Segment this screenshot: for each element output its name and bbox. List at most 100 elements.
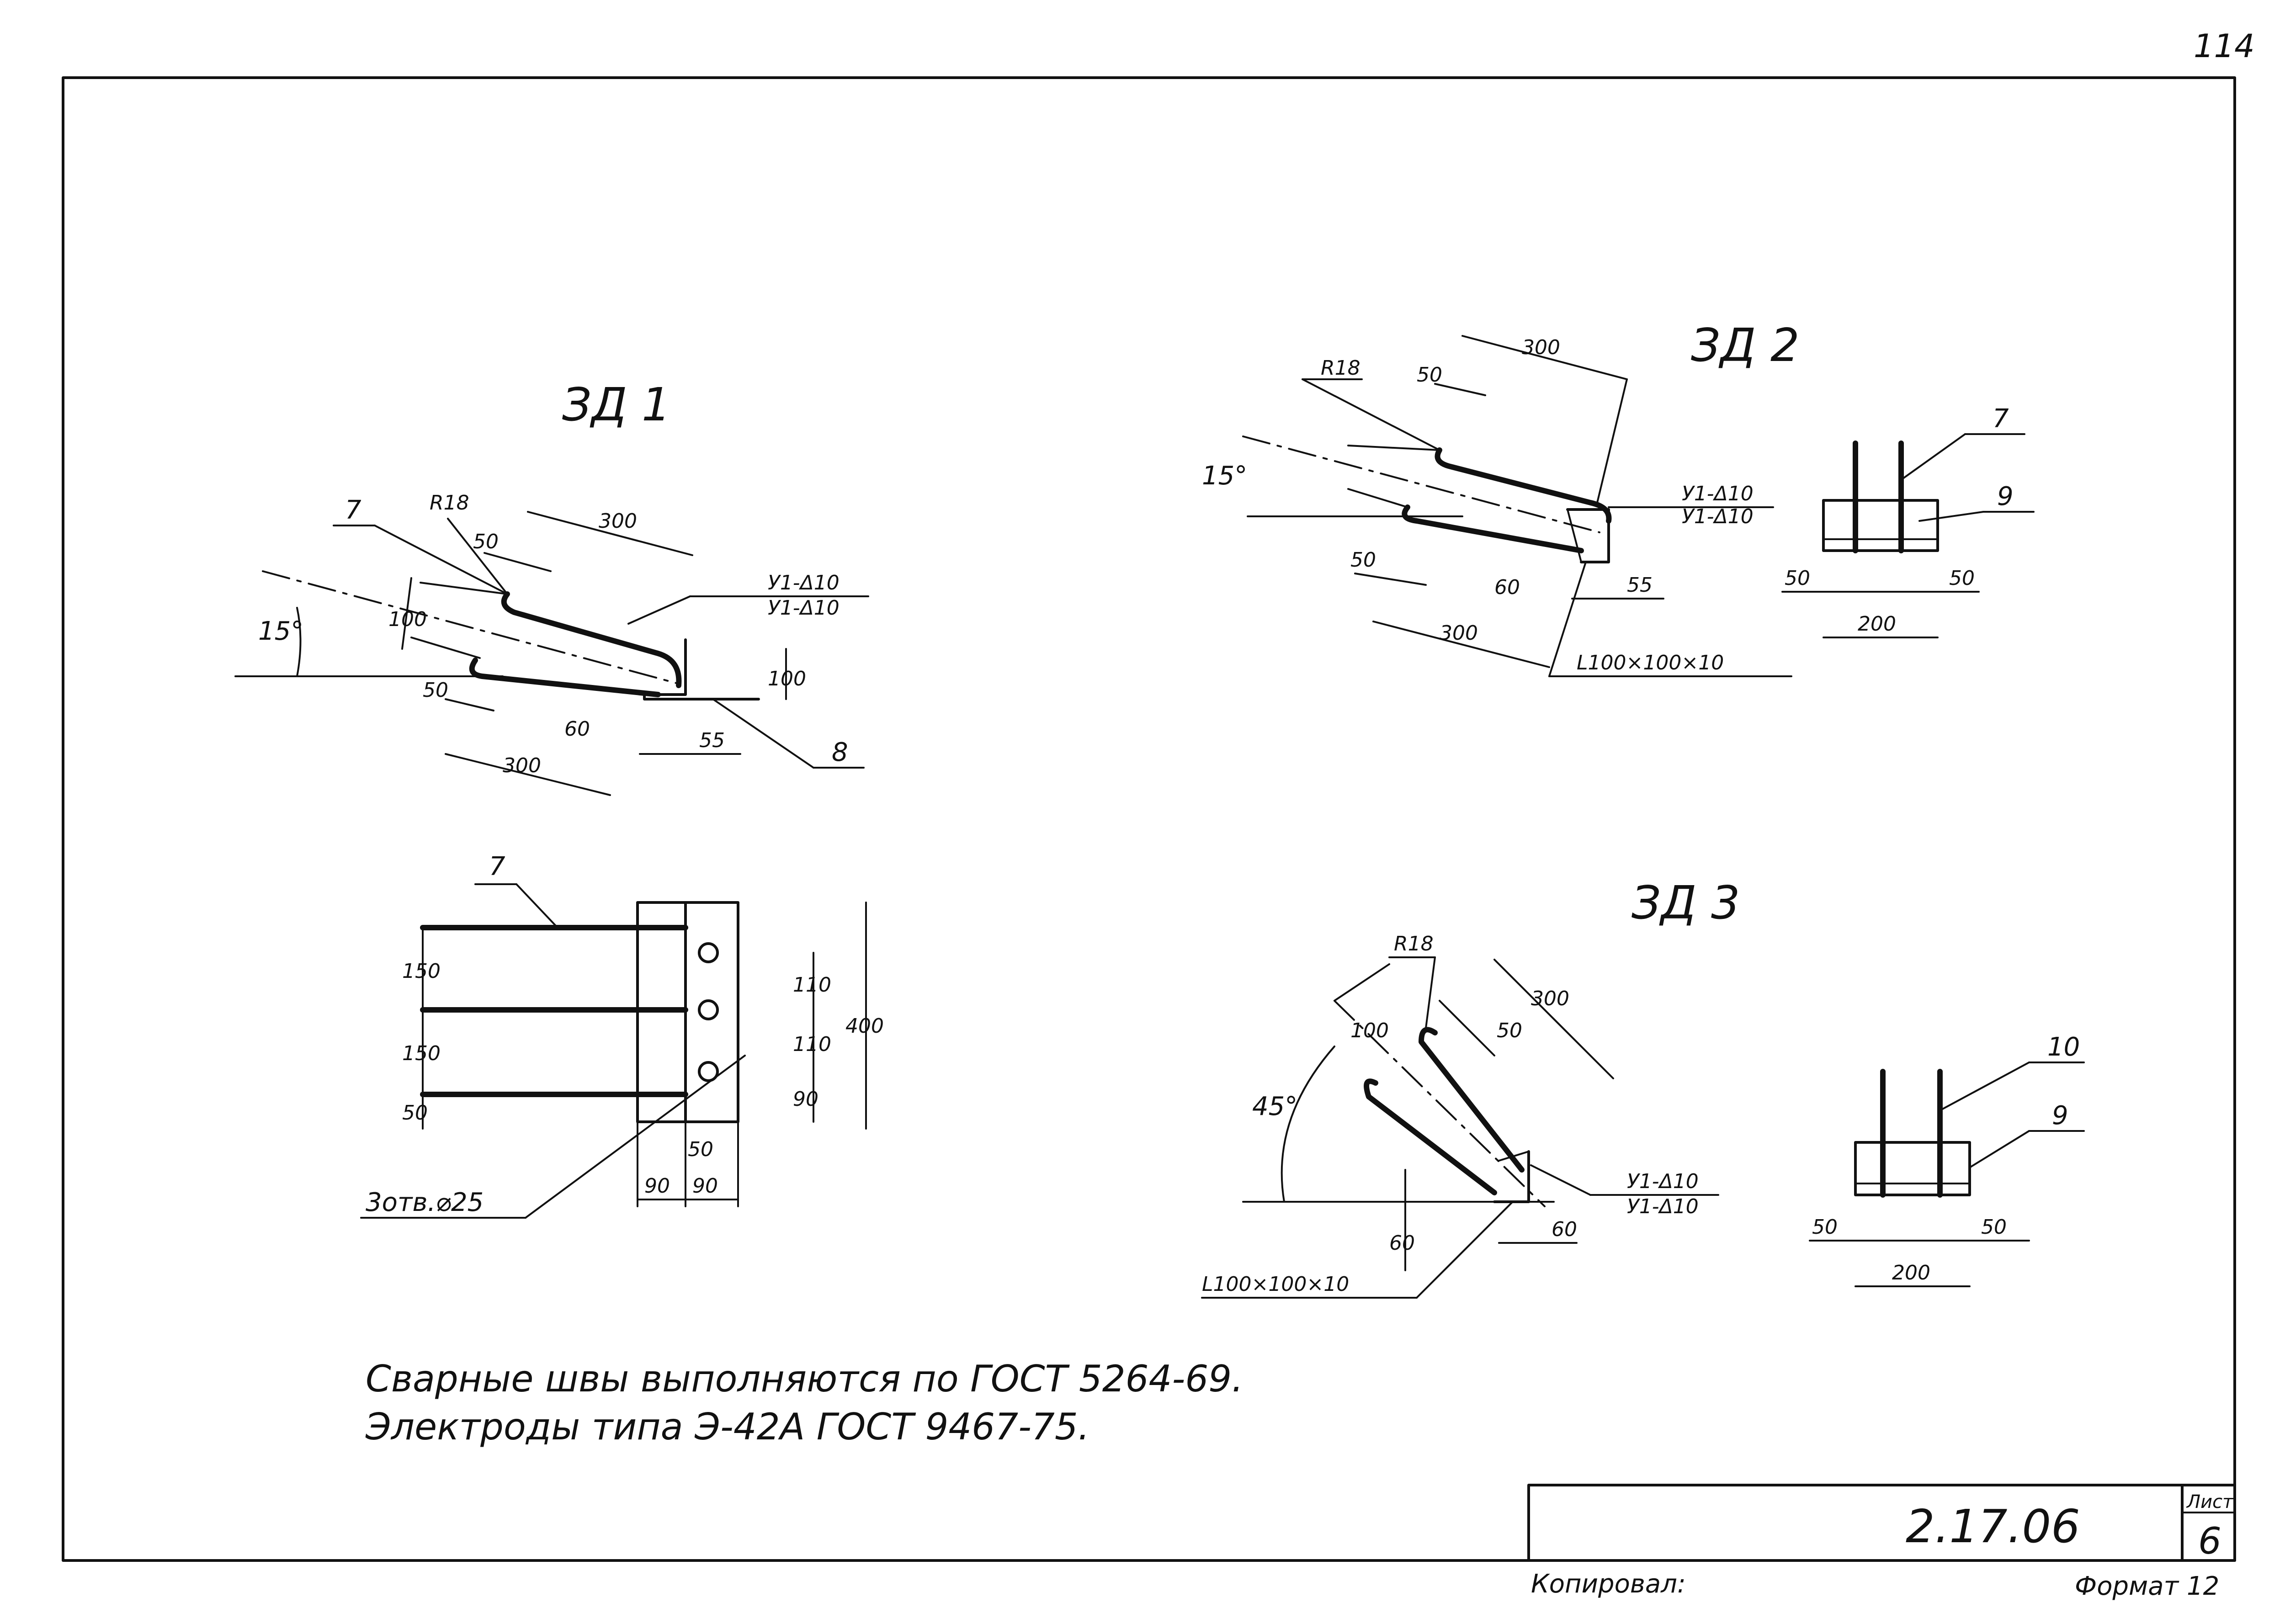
- zd3-leader-profile: [1416, 1201, 1514, 1299]
- zd3-profile-label: L100×100×10: [1202, 1273, 1349, 1296]
- zd1-dim-300-bot-label: 300: [503, 754, 541, 777]
- zd3-side-leader-9: [1969, 1130, 2030, 1168]
- zd3-dim-50: [1439, 1000, 1495, 1056]
- zd3-anchor-bottom: [1364, 1078, 1497, 1195]
- zd2-side-dim-200: 200: [1858, 612, 1896, 636]
- zd1-axis: [262, 570, 677, 684]
- zd2-weld-bottom: У1-Δ10: [1682, 505, 1754, 528]
- zd1-radius: R18: [430, 491, 469, 515]
- zd1-plan-dim-90-b: 90: [692, 1174, 718, 1198]
- zd1-dim-100-label: 100: [388, 608, 427, 631]
- zd2-dim-50-top-label: 50: [1417, 363, 1442, 387]
- zd1-plan-dim-150-b: 150: [402, 1042, 441, 1065]
- zd3-anchor-top: [1419, 1027, 1525, 1173]
- zd1-dim-300-top-label: 300: [599, 509, 637, 533]
- zd2-dim-55-label: 55: [1627, 573, 1653, 597]
- zd1-anchor-bottom: [469, 658, 661, 697]
- zd3-axis: [1334, 1000, 1546, 1207]
- zd1-hole-2: [698, 999, 719, 1020]
- zd3-side-dim-50-right: 50: [1981, 1215, 2007, 1239]
- zd1-angle: 15°: [258, 616, 303, 646]
- zd1-dim-55-label: 55: [699, 729, 725, 752]
- title-block: 2.17.06 Лист 6 Копировал: Формат 12: [1527, 1484, 2236, 1601]
- note-line-1: Сварные швы выполняются по ГОСТ 5264-69.: [366, 1358, 1243, 1400]
- zd2-angle: 15°: [1202, 461, 1247, 491]
- page-number: 114: [2194, 27, 2255, 65]
- zd3-side-plate: [1854, 1141, 1971, 1196]
- zd2-profile: [1566, 508, 1610, 563]
- zd2-dim-300-bot: [1372, 621, 1550, 668]
- zd3-dim-60-left-label: 60: [1389, 1231, 1415, 1255]
- zd1-dim-50-bot-label: 50: [423, 679, 448, 702]
- zd3-profile: [1493, 1150, 1530, 1203]
- zd3-radius: R18: [1394, 932, 1434, 955]
- sheet-label: Лист: [2186, 1491, 2234, 1513]
- zd1-plan-dim-110-a: 110: [793, 973, 831, 997]
- zd1-plan-dim-110-b: 110: [793, 1033, 831, 1056]
- detail-zd3-title: ЗД 3: [1631, 876, 1740, 929]
- zd2-bar-outline: [1347, 445, 1440, 451]
- format-label: Формат 12: [2075, 1571, 2219, 1601]
- sheet-number: 6: [2198, 1520, 2221, 1562]
- zd1-hole-1: [698, 942, 719, 963]
- zd1-dim-300-bot: [445, 753, 611, 796]
- zd3-dim-100: [1334, 963, 1390, 1002]
- zd3-angle-arc: [1281, 1046, 1335, 1203]
- zd1-callout-8: 8: [832, 738, 848, 767]
- zd1-callout-7: 7: [345, 495, 361, 525]
- zd2-anchor-bottom: [1402, 504, 1584, 553]
- copied-by: Копировал:: [1531, 1569, 1686, 1599]
- zd2-side-dim-50-right: 50: [1949, 567, 1975, 590]
- zd1-plan-leader-holes: [525, 1055, 746, 1219]
- title-block-frame: [1527, 1484, 2236, 1562]
- zd3-weld-top: У1-Δ10: [1627, 1170, 1699, 1193]
- zd2-dim-300-bot-label: 300: [1440, 621, 1478, 645]
- zd2-side-plate: [1822, 499, 1939, 552]
- zd2-side-dim-50-left: 50: [1785, 567, 1810, 590]
- zd3-side-dim-200: 200: [1892, 1261, 1930, 1284]
- zd3-dim-100-label: 100: [1350, 1019, 1389, 1042]
- zd1-dim-300-top: [527, 511, 693, 556]
- zd1-leader-r18: [447, 518, 508, 595]
- zd2-side-leader-9: [1918, 511, 1984, 522]
- zd1-plan-dim-90-a: 90: [644, 1174, 670, 1198]
- zd1-plan-dim-150-a: 150: [402, 960, 441, 983]
- zd2-dim-50-bot-label: 50: [1350, 548, 1376, 572]
- zd3-angle: 45°: [1252, 1092, 1297, 1121]
- zd1-dim-100: [401, 577, 412, 650]
- zd2-dim-50-bot: [1354, 573, 1427, 586]
- zd2-side-callout-7: 7: [1993, 404, 2009, 434]
- zd1-plan-dim-400: 400: [845, 1014, 884, 1038]
- zd2-dim-300-top-label: 300: [1522, 336, 1560, 359]
- zd3-side-dim-50-left: 50: [1812, 1215, 1838, 1239]
- zd3-weld-leader: [1530, 1164, 1591, 1196]
- note-line-2: Электроды типа Э-42А ГОСТ 9467-75.: [365, 1406, 1089, 1448]
- zd1-bar-outline: [420, 582, 508, 595]
- zd2-bar-outline-2: [1347, 488, 1408, 508]
- zd1-leader-8: [712, 698, 814, 769]
- zd1-hole-3: [698, 1061, 719, 1082]
- zd2-weld-top: У1-Δ10: [1682, 482, 1754, 505]
- zd2-side-callout-9: 9: [1997, 482, 2014, 511]
- zd1-plan-leader-7: [515, 883, 558, 929]
- zd1-weld-leader: [627, 595, 691, 625]
- detail-zd1-plan: 7 150 150 50 110 110 90 400 90 50 90 3от…: [360, 852, 884, 1219]
- zd1-plan-holes: 3отв.⌀25: [366, 1188, 484, 1217]
- zd2-dim-60-label: 60: [1494, 576, 1520, 599]
- zd3-dim-50-label: 50: [1497, 1019, 1522, 1042]
- detail-zd2: ЗД 2 15° R18 У1-Δ10 У1-Δ10 L100×100×10 3…: [1202, 318, 2035, 677]
- zd3-side-leader-10: [1939, 1061, 2030, 1111]
- zd2-axis: [1242, 435, 1600, 533]
- zd2-profile-label: L100×100×10: [1577, 651, 1724, 674]
- detail-zd2-title: ЗД 2: [1691, 318, 1800, 372]
- zd1-plan-dim-50-b: 50: [688, 1138, 713, 1161]
- zd1-angle-arc: [296, 607, 302, 677]
- zd3-side-callout-9: 9: [2052, 1101, 2068, 1130]
- zd1-dim-60-label: 60: [564, 717, 590, 741]
- zd2-profile-inner: [1567, 509, 1582, 563]
- drawing-code: 2.17.06: [1906, 1500, 2080, 1553]
- zd1-weld-top: У1-Δ10: [768, 571, 840, 594]
- zd1-anchor-top: [501, 591, 682, 688]
- zd1-dim-50-bot: [445, 698, 494, 711]
